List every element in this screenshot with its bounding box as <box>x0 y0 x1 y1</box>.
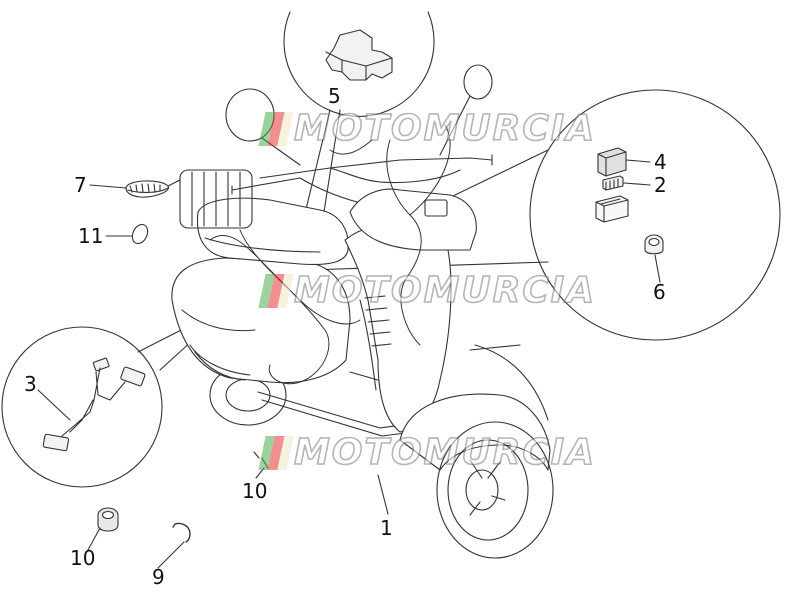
scooter-rear-cowl <box>171 257 351 384</box>
callout-label-7: 7 <box>74 173 87 197</box>
callout-label-10-middle: 10 <box>242 479 268 503</box>
callout-label-2: 2 <box>654 173 667 197</box>
grommet-part-10 <box>97 507 119 532</box>
cable-tie-part-7 <box>125 179 181 198</box>
scooter-rear-rack <box>179 169 253 229</box>
scooter-front-panel <box>349 188 477 251</box>
leader-callout-6 <box>654 254 661 283</box>
scooter-front-fender <box>399 393 551 471</box>
watermark: MOTOMURCIA <box>258 269 597 312</box>
wiring-harness <box>209 124 451 385</box>
leader-callout-2 <box>623 182 651 186</box>
leader-callout-1 <box>377 474 389 515</box>
callout-label-9: 9 <box>152 565 165 589</box>
callout-label-3: 3 <box>24 372 37 396</box>
detail-circle-left <box>1 326 163 488</box>
fuse-cover-part-4 <box>597 147 627 177</box>
leader-callout-4 <box>625 159 651 163</box>
callout-label-5: 5 <box>328 84 341 108</box>
scooter-mirror-right <box>439 64 493 156</box>
callout-label-10-bottom: 10 <box>70 546 96 570</box>
fuse-part-2 <box>602 175 624 191</box>
watermark: MOTOMURCIA <box>258 107 597 150</box>
scooter-front-wheel <box>436 421 554 559</box>
scooter-badge <box>424 199 448 217</box>
callout-label-6: 6 <box>653 280 666 304</box>
leader-callout-7 <box>89 184 127 189</box>
leader-callout-9 <box>157 541 185 569</box>
scooter-leg-shield <box>344 223 452 433</box>
grommet-part-6 <box>644 234 664 255</box>
fuse-holder-part <box>595 195 629 223</box>
callout-label-11: 11 <box>78 224 104 248</box>
watermark-flag <box>258 435 294 470</box>
cable-part-3 <box>42 357 146 452</box>
scooter-handlebar <box>259 157 493 179</box>
leader-callout-3 <box>37 389 71 421</box>
watermark-text: MOTOMURCIA <box>293 269 597 312</box>
watermark-flag <box>258 273 294 308</box>
watermark-text: MOTOMURCIA <box>293 431 597 474</box>
clip-part-9 <box>172 522 191 543</box>
callout-label-4: 4 <box>654 150 667 174</box>
watermark-text: MOTOMURCIA <box>293 107 597 150</box>
o-ring-part-11 <box>131 223 149 245</box>
detail-circle-right <box>529 89 781 341</box>
leader-callout-10b <box>87 527 101 551</box>
watermark-flag <box>258 111 294 146</box>
relay-part-5 <box>325 29 393 81</box>
callout-label-1: 1 <box>380 516 393 540</box>
detail-circle-top <box>283 11 435 117</box>
watermark: MOTOMURCIA <box>258 431 597 474</box>
leader-callout-10a <box>255 467 265 479</box>
scooter-seat <box>196 197 349 266</box>
